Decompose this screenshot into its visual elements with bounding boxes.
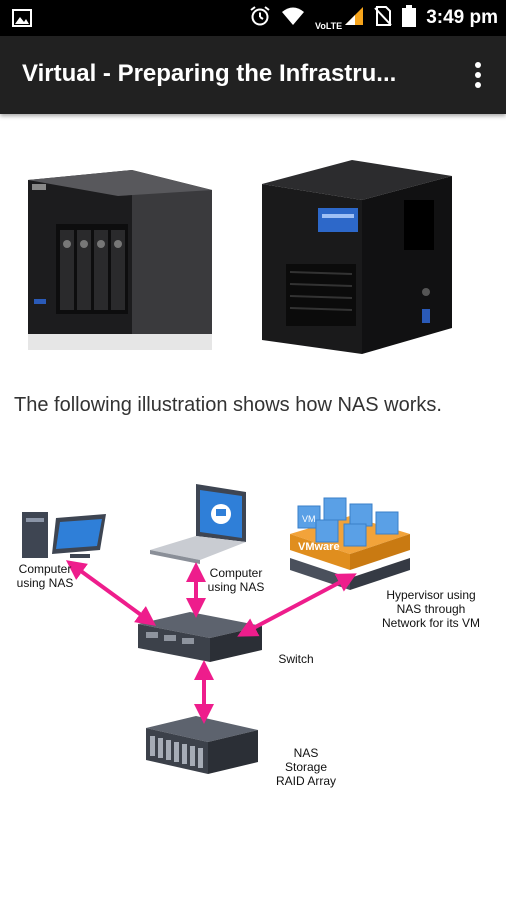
- nas-devices-image: [28, 160, 452, 354]
- laptop-icon: [150, 484, 246, 564]
- page-title: Virtual - Preparing the Infrastru...: [22, 60, 397, 87]
- battery-icon: [402, 4, 417, 32]
- signal-icon: [344, 6, 364, 31]
- switch-icon: [138, 612, 262, 662]
- nas-diagram-drawing: VMware VM: [22, 484, 410, 774]
- wifi-icon: [281, 6, 305, 31]
- status-icons: VoLTE 3:49 pm: [249, 0, 498, 36]
- vm-label: VM: [302, 514, 316, 524]
- vmware-label: VMware: [298, 541, 340, 553]
- label-laptop: Computer using NAS: [207, 566, 265, 594]
- nas-box-right-image: [262, 160, 452, 354]
- app-bar: Virtual - Preparing the Infrastru...: [0, 36, 506, 114]
- arrow-hypervisor-switch: [237, 573, 357, 637]
- label-nas-storage: NAS Storage RAID Array: [275, 746, 336, 788]
- status-bar: VoLTE 3:49 pm: [0, 0, 506, 36]
- overflow-menu-icon[interactable]: [468, 60, 488, 92]
- connection-arrows: [65, 560, 357, 724]
- volte-label: VoLTE: [315, 20, 343, 31]
- nas-tower-left-image: [28, 170, 212, 350]
- no-sim-icon: [374, 5, 392, 31]
- hypervisor-icon: VMware VM: [290, 497, 410, 590]
- label-switch: Switch: [278, 652, 314, 666]
- nas-diagram: VMware VM: [0, 474, 506, 824]
- desktop-computer-icon: [22, 512, 106, 558]
- status-time: 3:49 pm: [426, 7, 498, 28]
- arrow-desktop-switch: [65, 560, 157, 626]
- nas-storage-icon: [146, 716, 258, 774]
- article-paragraph: The following illustration shows how NAS…: [14, 394, 442, 416]
- alarm-icon: [249, 5, 271, 32]
- label-computer-left: Computer using NAS: [16, 562, 74, 590]
- gallery-icon: [12, 8, 32, 33]
- label-hypervisor: Hypervisor using NAS through Network for…: [381, 588, 480, 630]
